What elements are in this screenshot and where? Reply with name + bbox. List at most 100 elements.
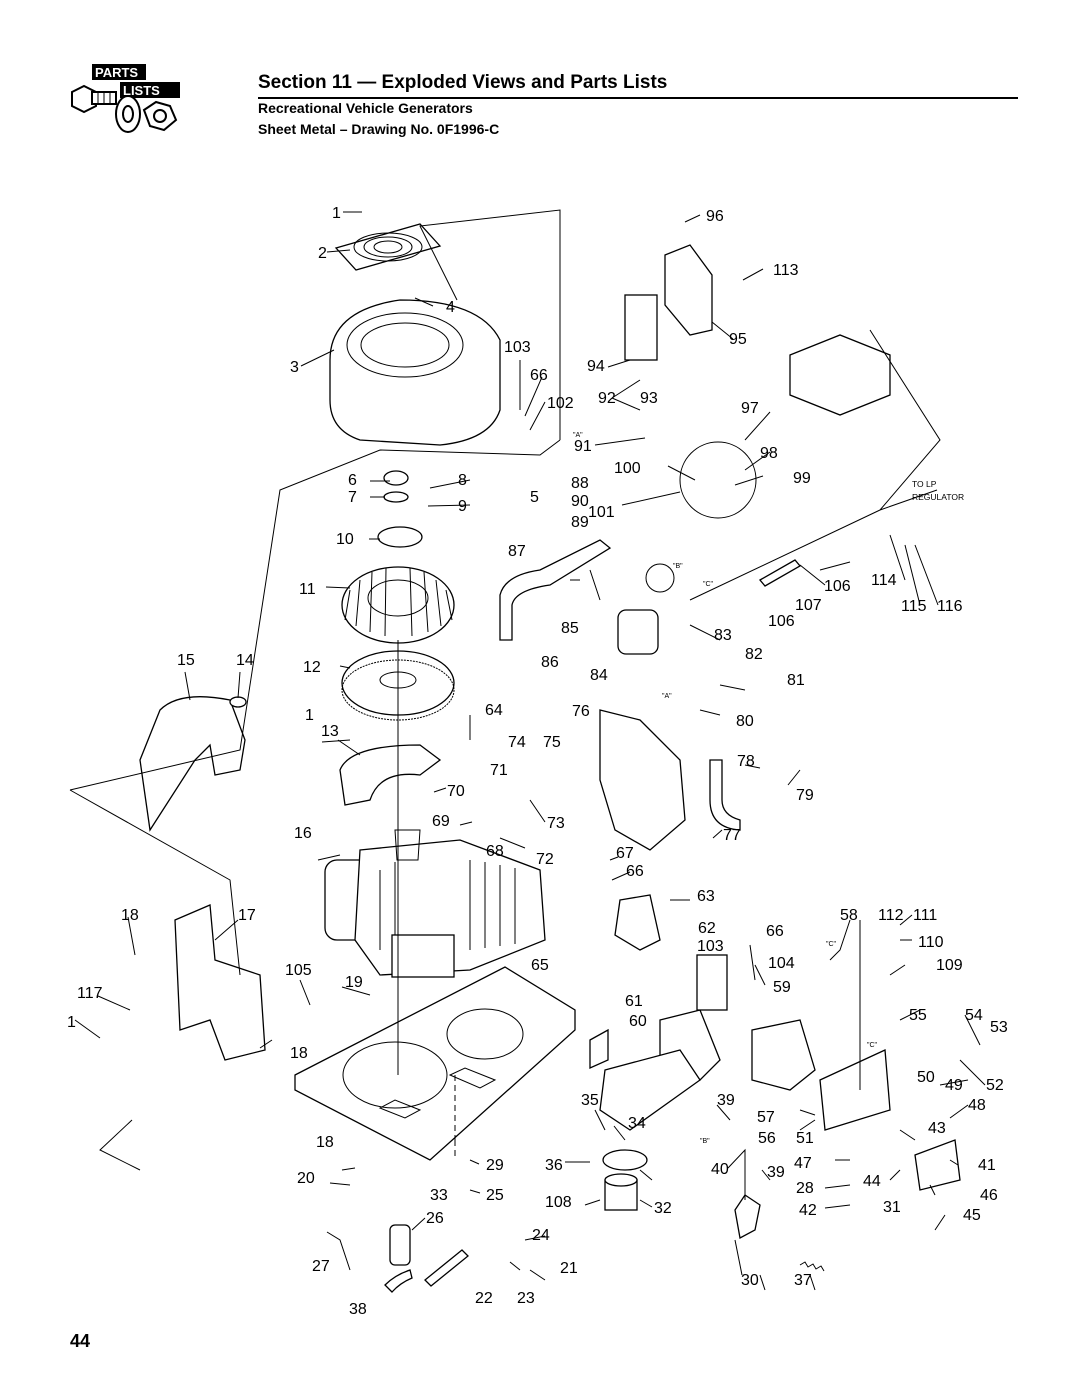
part-number-label: 29 [486, 1157, 504, 1174]
part-number-label: 21 [560, 1260, 578, 1277]
part-number-label: 12 [303, 659, 321, 676]
drain-fitting-part [389, 1224, 411, 1266]
part-number-label: 116 [937, 598, 963, 615]
panel-59-part [751, 1019, 816, 1091]
part-number-label: 4 [446, 299, 455, 316]
ref-c-label-2: "C" [826, 941, 837, 948]
part-number-label: 1 [305, 707, 314, 724]
part-number-label: 75 [543, 734, 561, 751]
part-number-label: 78 [737, 753, 755, 770]
part-number-label: 55 [909, 1007, 927, 1024]
part-number-label: 49 [945, 1077, 963, 1094]
part-number-label: 25 [486, 1187, 504, 1204]
part-number-label: 72 [536, 851, 554, 868]
part-number-label: 67 [616, 845, 634, 862]
control-bracket-part [819, 1049, 891, 1131]
part-number-label: 60 [629, 1013, 647, 1030]
part-number-label: 81 [787, 672, 805, 689]
elbow-part [709, 759, 741, 831]
part-number-label: 40 [711, 1161, 729, 1178]
part-number-label: 66 [530, 367, 548, 384]
part-number-label: 28 [796, 1180, 814, 1197]
part-number-label: 44 [863, 1173, 881, 1190]
part-number-label: 96 [706, 208, 724, 225]
part-number-label: 46 [980, 1187, 998, 1204]
parts-lists-badge: PARTS LISTS [71, 64, 180, 133]
part-number-label: 9 [458, 498, 467, 515]
oil-filter-part [604, 1173, 638, 1211]
part-number-label: 1 [67, 1014, 76, 1031]
ref-a-label-2: "A" [662, 693, 672, 700]
washer-small-part [383, 491, 409, 503]
part-number-label: 30 [741, 1272, 759, 1289]
part-number-label: 39 [767, 1164, 785, 1181]
badge-top-text: PARTS [95, 65, 138, 80]
part-number-label: 83 [714, 627, 732, 644]
part-number-label: 58 [840, 907, 858, 924]
intake-pipe-part [499, 539, 612, 641]
part-number-label: 10 [336, 531, 354, 548]
part-number-label: 115 [901, 598, 927, 615]
part-number-label: 97 [741, 400, 759, 417]
part-number-label: 87 [508, 543, 526, 560]
part-number-label: 85 [561, 620, 579, 637]
part-number-label: 13 [321, 723, 339, 740]
part-number-label: 24 [532, 1227, 550, 1244]
part-number-label: 104 [768, 955, 795, 972]
badge-bottom-text: LISTS [123, 83, 160, 98]
part-number-label: 23 [517, 1290, 535, 1307]
lp-bracket-part [789, 334, 891, 416]
part-number-label: 84 [590, 667, 608, 684]
part-number-label: 33 [430, 1187, 448, 1204]
bracket-37-part [734, 1194, 761, 1239]
part-number-label: 74 [508, 734, 526, 751]
part-number-label: 103 [697, 938, 724, 955]
part-number-label: 34 [628, 1115, 646, 1132]
to-lp-label-2: REGULATOR [912, 492, 964, 502]
heat-shield-part [599, 709, 686, 851]
part-number-label: 43 [928, 1120, 946, 1137]
part-number-label: 65 [531, 957, 549, 974]
part-number-label: 56 [758, 1130, 776, 1147]
detail-circle-small [645, 563, 675, 593]
ref-b-label: "B" [673, 563, 683, 570]
ref-b-label-2: "B" [700, 1138, 710, 1145]
part-number-label: 18 [121, 907, 139, 924]
part-number-label: 3 [290, 359, 299, 376]
detail-circle [679, 441, 757, 519]
part-number-label: 103 [504, 339, 531, 356]
part-number-label: 31 [883, 1199, 901, 1216]
part-number-label: 62 [698, 920, 716, 937]
part-number-label: 93 [640, 390, 658, 407]
part-number-label: 76 [572, 703, 590, 720]
part-number-label: 7 [348, 489, 357, 506]
page-title: Section 11 — Exploded Views and Parts Li… [258, 72, 668, 93]
part-number-label: 18 [316, 1134, 334, 1151]
part-number-label: 88 [571, 475, 589, 492]
engine-part [324, 829, 546, 978]
part-number-label: 57 [757, 1109, 775, 1126]
hose-22-part [384, 1269, 413, 1293]
part-number-label: 70 [447, 783, 465, 800]
oil-filter-adapter-part [602, 1149, 648, 1171]
page-number: 44 [70, 1331, 91, 1351]
part-number-label: 26 [426, 1210, 444, 1227]
part-number-label: 51 [796, 1130, 814, 1147]
part-number-label: 106 [824, 578, 851, 595]
left-panel-part [174, 904, 266, 1061]
part-number-label: 66 [766, 923, 784, 940]
part-number-label: 73 [547, 815, 565, 832]
part-number-label: 69 [432, 813, 450, 830]
part-number-label: 32 [654, 1200, 672, 1217]
part-number-label: 41 [978, 1157, 996, 1174]
part-number-label: 71 [490, 762, 508, 779]
part-number-label: 80 [736, 713, 754, 730]
part-number-label: 89 [571, 514, 589, 531]
part-number-label: 117 [77, 985, 103, 1002]
panel-60-part [589, 1028, 609, 1070]
fuel-hose-part [759, 559, 801, 587]
ref-a-label: "A" [573, 432, 583, 439]
box-part [914, 1139, 961, 1191]
